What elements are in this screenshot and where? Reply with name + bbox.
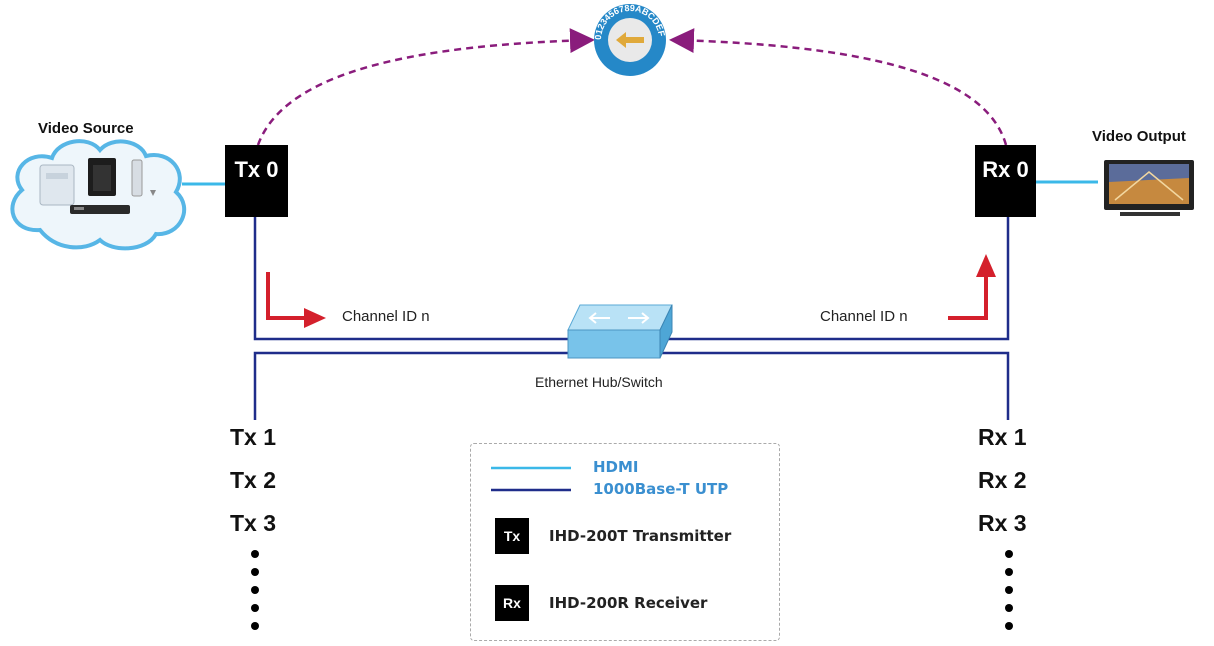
legend-rx-desc: IHD-200R Receiver	[549, 594, 708, 612]
channel-id-right-label: Channel ID n	[820, 308, 908, 325]
channel-id-left-label: Channel ID n	[342, 308, 430, 325]
rx0-box: Rx 0	[975, 145, 1036, 217]
legend-tx-desc: IHD-200T Transmitter	[549, 527, 732, 545]
rx3-label: Rx 3	[978, 510, 1027, 536]
switch-label: Ethernet Hub/Switch	[535, 374, 663, 390]
media-player-icon	[39, 164, 75, 206]
red-arrow-right	[948, 275, 988, 320]
legend-hdmi-label: HDMI	[593, 458, 639, 476]
legend-box: HDMI 1000Base-T UTP Tx IHD-200T Transmit…	[470, 443, 780, 641]
tx0-box: Tx 0	[225, 145, 288, 217]
rx1-label: Rx 1	[978, 424, 1027, 450]
tx-ellipsis-dot	[251, 622, 259, 630]
dashed-arc-right	[669, 28, 1008, 146]
utp-line-tx0	[253, 217, 600, 341]
utp-line-rx-bus	[640, 351, 1010, 420]
tx1-label: Tx 1	[230, 424, 277, 450]
legend-tx-swatch: Tx	[495, 518, 529, 554]
dial-characters: 0123456789ABCDEF	[593, 3, 667, 76]
utp-line-tx-bus	[253, 351, 600, 420]
legend-rx-swatch: Rx	[495, 585, 529, 621]
tx-ellipsis-dot	[251, 568, 259, 576]
rx-ellipsis-dot	[1005, 622, 1013, 630]
dashed-arc-left	[256, 28, 595, 146]
tv-icon	[1104, 160, 1194, 216]
utp-line-rx0	[640, 217, 1010, 341]
tx-ellipsis-dot	[251, 604, 259, 612]
tx2-label: Tx 2	[230, 467, 277, 493]
tx3-label: Tx 3	[230, 510, 277, 536]
rx-ellipsis-dot	[1005, 586, 1013, 594]
video-output-label: Video Output	[1092, 128, 1186, 145]
tx-ellipsis-dot	[251, 550, 259, 558]
rx-ellipsis-dot	[1005, 568, 1013, 576]
video-source-label: Video Source	[38, 120, 134, 137]
network-switch-icon	[567, 304, 673, 359]
set-top-box-icon	[70, 158, 156, 214]
rx-ellipsis-dot	[1005, 604, 1013, 612]
red-arrow-left	[266, 272, 306, 320]
svg-text:0123456789ABCDEF: 0123456789ABCDEF	[594, 4, 666, 40]
rotary-dial-icon	[594, 4, 666, 76]
tx-ellipsis-dot	[251, 586, 259, 594]
legend-utp-label: 1000Base-T UTP	[593, 480, 729, 498]
rx2-label: Rx 2	[978, 467, 1027, 493]
legend-line-swatches	[491, 466, 571, 492]
rx-ellipsis-dot	[1005, 550, 1013, 558]
